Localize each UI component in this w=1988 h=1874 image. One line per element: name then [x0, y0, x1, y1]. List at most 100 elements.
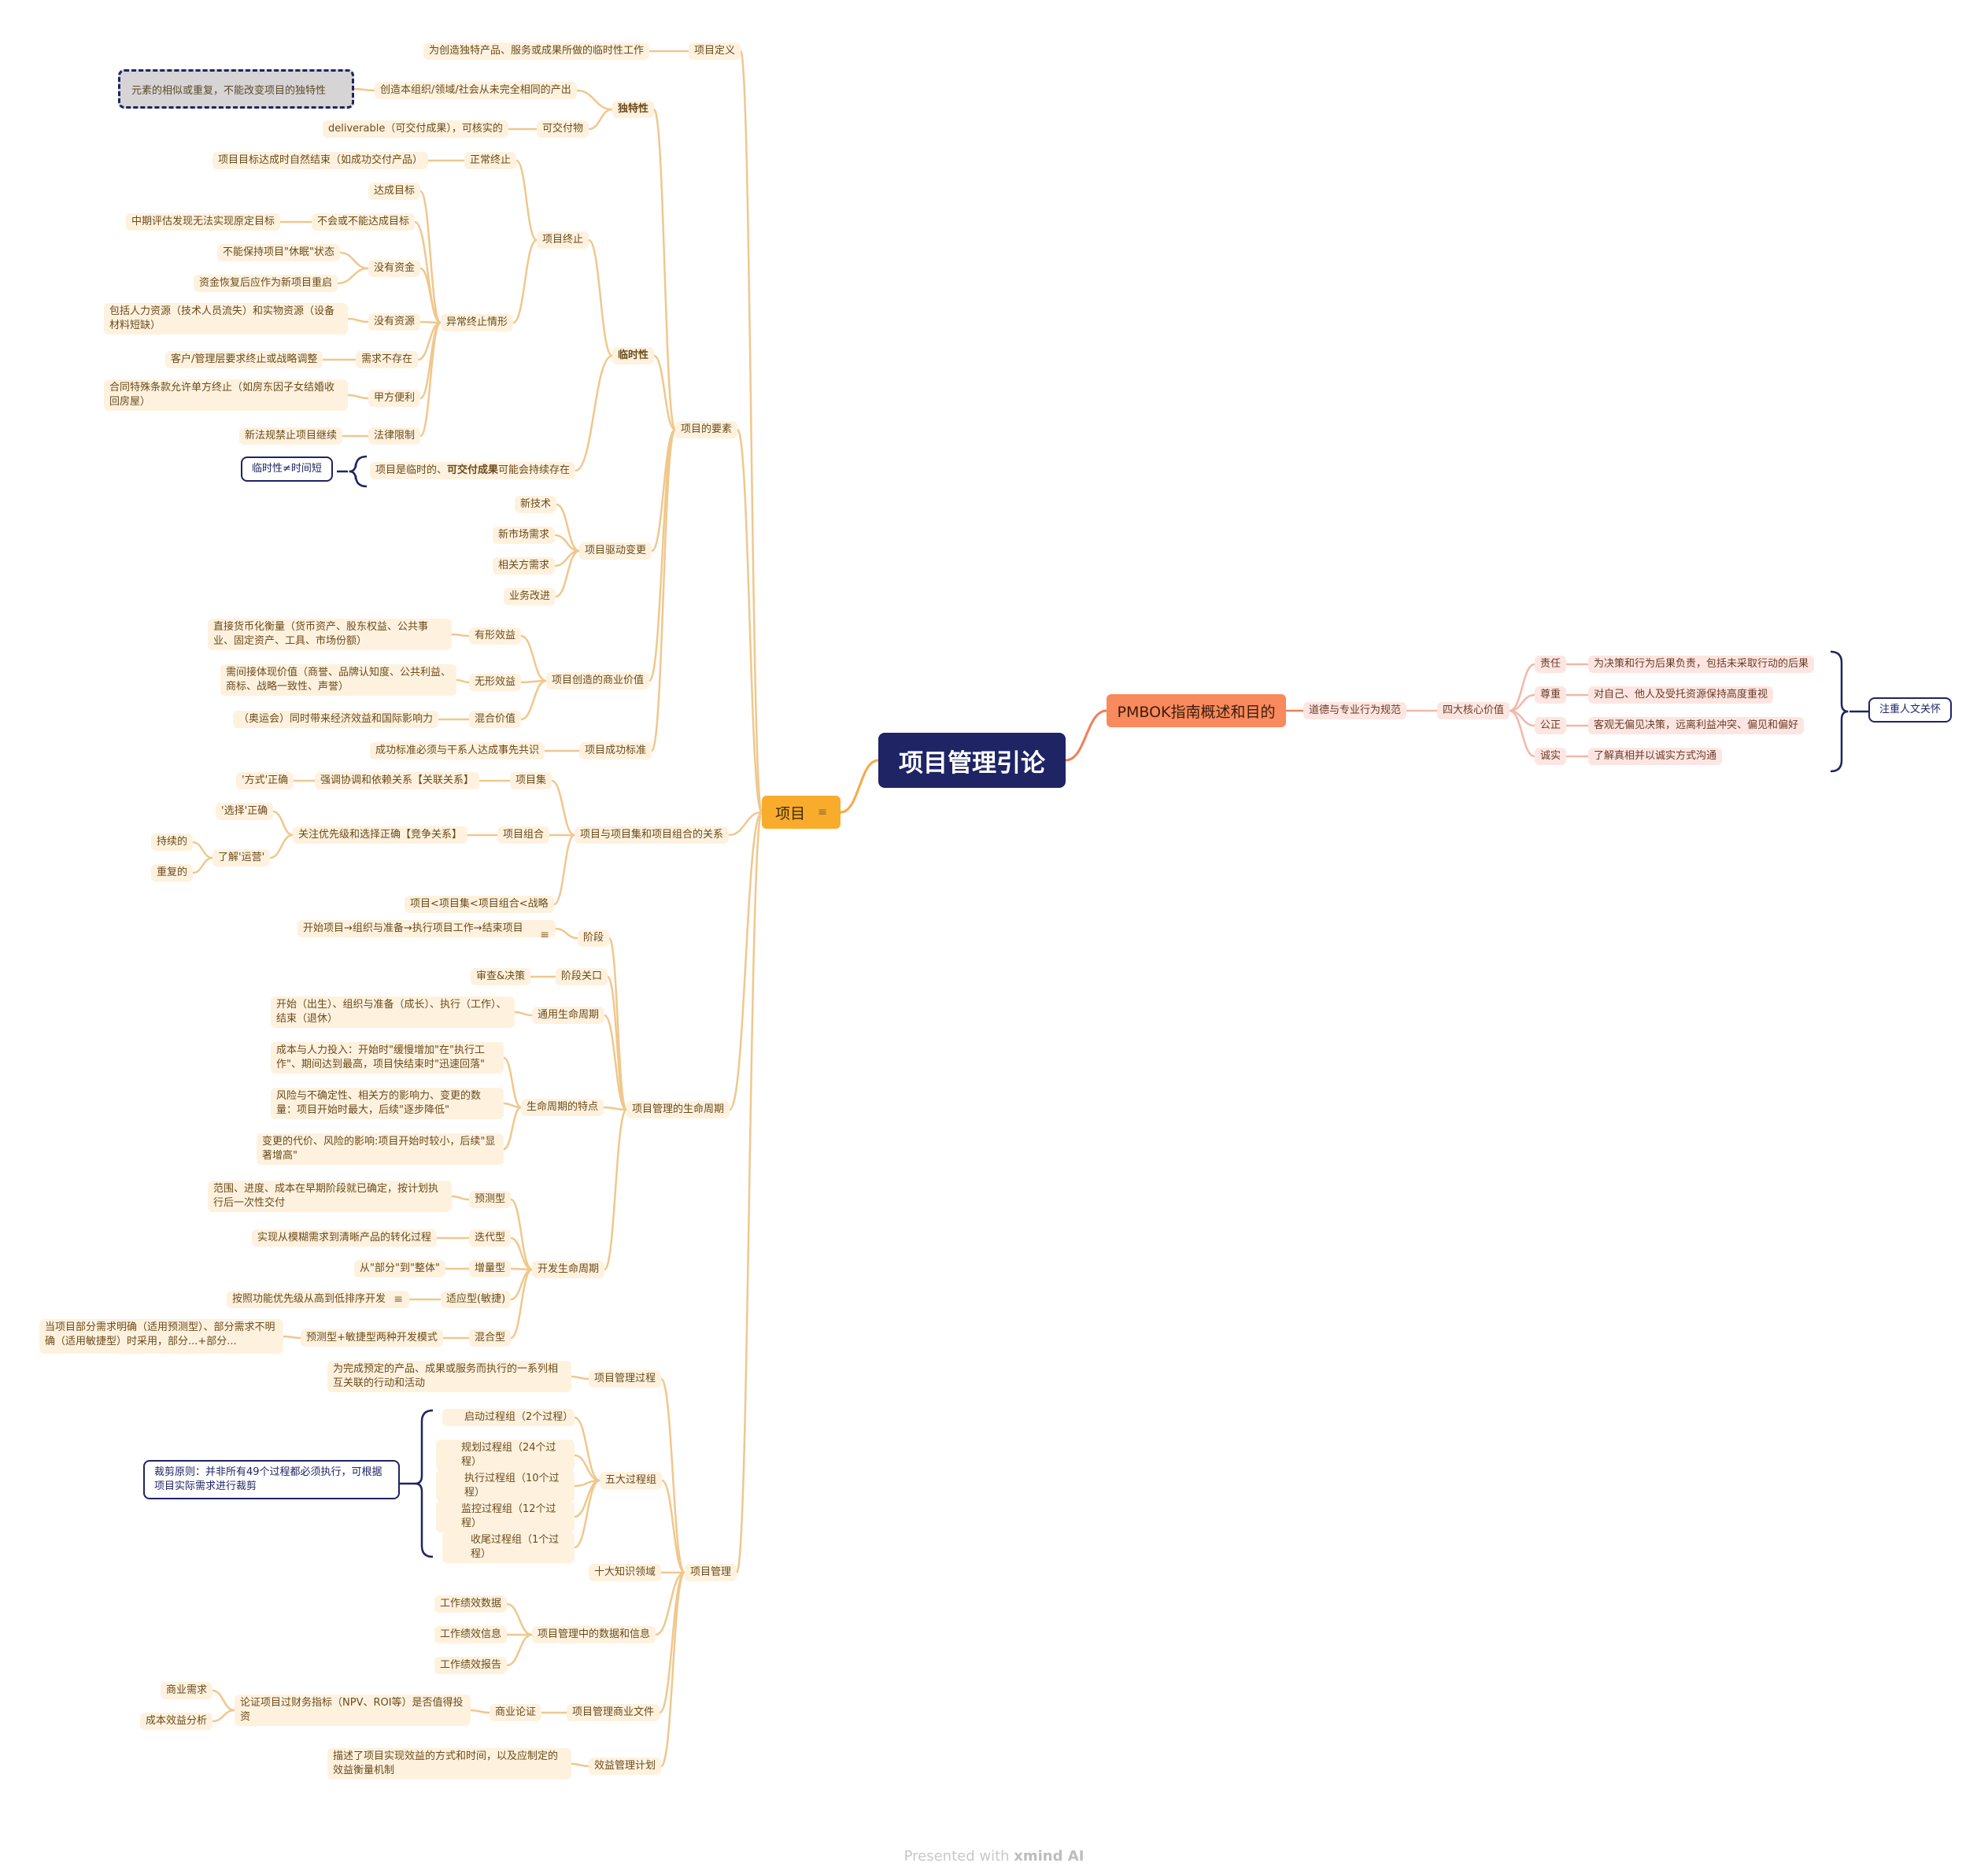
root-topic[interactable]: 项目管理引论: [878, 733, 1066, 788]
node-hybrid-note[interactable]: 预测型+敏捷型两种开发模式: [301, 1329, 443, 1347]
node-phase-gate[interactable]: 阶段关口: [556, 968, 608, 985]
node-value-respect-note[interactable]: 对自己、他人及受托资源保持高度重视: [1588, 686, 1774, 704]
node-portfolio-tag-1[interactable]: '选择'正确: [216, 803, 274, 820]
node-cost-benefit[interactable]: 成本效益分析: [140, 1713, 213, 1730]
topic-project[interactable]: 项目 ≡: [762, 796, 841, 829]
node-work-performance-info[interactable]: 工作绩效信息: [434, 1626, 508, 1643]
node-pm-process-note[interactable]: 为完成预定的产品、成果或服务而执行的一系列相互关联的行动和活动: [327, 1361, 571, 1392]
node-benefits-plan-note[interactable]: 描述了项目实现效益的方式和时间，以及应制定的效益衡量机制: [327, 1748, 571, 1780]
node-group-initiating[interactable]: 启动过程组（2个过程）: [442, 1409, 575, 1426]
node-temporary-deliverables[interactable]: 项目是临时的、可交付成果可能会持续存在: [370, 462, 576, 479]
node-generic-lifecycle-note[interactable]: 开始（出生）、组织与准备（成长）、执行（工作）、结束（退休）: [271, 996, 515, 1028]
node-work-performance-data[interactable]: 工作绩效数据: [434, 1595, 508, 1613]
node-definition-text[interactable]: 为创造独特产品、服务或成果所做的临时性工作: [423, 43, 650, 60]
node-deliverable[interactable]: 可交付物: [537, 120, 589, 138]
node-case-no-resources-note[interactable]: 包括人力资源（技术人员流失）和实物资源（设备材料短缺）: [104, 303, 348, 335]
node-mixed-value-note[interactable]: （奥运会）同时带来经济效益和国际影响力: [233, 711, 439, 728]
node-program-note[interactable]: 强调协调和依赖关系【关联关系】: [315, 772, 480, 789]
callout-tailoring[interactable]: 裁剪原则：并非所有49个过程都必须执行，可根据项目实际需求进行裁剪: [143, 1460, 400, 1499]
node-case-no-demand[interactable]: 需求不存在: [356, 351, 419, 368]
node-driver-3[interactable]: 相关方需求: [493, 557, 556, 575]
node-portfolio[interactable]: 项目组合: [497, 826, 550, 844]
node-mixed-value[interactable]: 混合价值: [469, 711, 522, 728]
node-hybrid-note-2[interactable]: 当项目部分需求明确（适用预测型）、部分需求不明确（适用敏捷型）时采用，部分...…: [39, 1319, 283, 1354]
node-predictive-note[interactable]: 范围、进度、成本在早期阶段就已确定，按计划执行后一次性交付: [208, 1181, 452, 1212]
node-ops-1[interactable]: 持续的: [151, 834, 194, 851]
node-value-honesty-note[interactable]: 了解真相并以诚实方式沟通: [1588, 748, 1723, 765]
node-driver-2[interactable]: 新市场需求: [493, 527, 556, 544]
node-trait-2[interactable]: 风险与不确定性、相关方的影响力、变更的数量：项目开始时最大，后续"逐步降低": [271, 1088, 504, 1119]
topic-success-criteria[interactable]: 项目成功标准: [579, 742, 652, 760]
node-iterative-note[interactable]: 实现从模糊需求到清晰产品的转化过程: [252, 1229, 438, 1247]
topic-pmbok[interactable]: PMBOK指南概述和目的: [1107, 694, 1286, 727]
node-dev-lifecycle[interactable]: 开发生命周期: [532, 1261, 605, 1278]
node-abnormal-termination[interactable]: 异常终止情形: [441, 314, 514, 331]
node-success-criteria-text[interactable]: 成功标准必须与干系人达成事先共识: [370, 742, 545, 760]
node-tangible[interactable]: 有形效益: [469, 627, 522, 645]
node-core-values[interactable]: 四大核心价值: [1437, 702, 1510, 719]
node-normal-termination-note[interactable]: 项目目标达成时自然结束（如成功交付产品）: [212, 152, 429, 169]
node-intangible-note[interactable]: 需间接体现价值（商誉、品牌认知度、公共利益、商标、战略一致性、声誉）: [220, 664, 456, 696]
node-deliverable-note[interactable]: deliverable（可交付成果），可核实的: [323, 120, 508, 138]
node-value-fairness-note[interactable]: 客观无偏见决策，远离利益冲突、偏见和偏好: [1588, 717, 1805, 734]
topic-business-value[interactable]: 项目创造的商业价值: [546, 672, 650, 689]
node-business-documents[interactable]: 项目管理商业文件: [567, 1704, 660, 1721]
node-hierarchy-order[interactable]: 项目<项目集<项目组合<战略: [405, 896, 554, 913]
topic-drivers[interactable]: 项目驱动变更: [579, 542, 652, 560]
callout-temporary[interactable]: 临时性≠时间短: [241, 456, 333, 482]
node-trait-3[interactable]: 变更的代价、风险的影响:项目开始时较小，后续"显著增高": [257, 1133, 504, 1165]
node-ten-knowledge-areas[interactable]: 十大知识领域: [589, 1564, 662, 1581]
node-driver-4[interactable]: 业务改进: [504, 588, 556, 605]
node-program-tag[interactable]: '方式'正确: [236, 772, 294, 789]
node-group-monitoring[interactable]: 监控过程组（12个过程）: [436, 1501, 575, 1532]
topic-elements[interactable]: 项目的要素: [675, 421, 738, 438]
node-program[interactable]: 项目集: [510, 772, 552, 789]
node-uniqueness-a-note[interactable]: 元素的相似或重复，不能改变项目的独特性: [118, 69, 354, 109]
node-normal-termination[interactable]: 正常终止: [464, 152, 517, 169]
node-group-planning[interactable]: 规划过程组（24个过程）: [436, 1440, 575, 1471]
node-phase-gate-note[interactable]: 审查&决策: [471, 968, 531, 985]
node-incremental[interactable]: 增量型: [469, 1260, 512, 1277]
node-iterative[interactable]: 迭代型: [469, 1229, 512, 1247]
topic-management[interactable]: 项目管理: [685, 1564, 737, 1581]
node-pm-process[interactable]: 项目管理过程: [589, 1370, 662, 1388]
node-uniqueness-a[interactable]: 创造本组织/领域/社会从未完全相同的产出: [375, 82, 577, 99]
node-business-case[interactable]: 商业论证: [490, 1704, 542, 1721]
node-group-executing[interactable]: 执行过程组（10个过程）: [436, 1470, 575, 1502]
node-benefits-plan[interactable]: 效益管理计划: [589, 1758, 662, 1775]
node-value-respect[interactable]: 尊重: [1535, 686, 1567, 704]
node-case-no-funds-note-1[interactable]: 不能保持项目"休眠"状态: [217, 244, 340, 261]
node-case-goal-unreachable-note[interactable]: 中期评估发现无法实现原定目标: [126, 213, 281, 231]
node-trait-1[interactable]: 成本与人力投入：开始时"缓慢增加"在"执行工作"、期间达到最高，项目快结束时"迅…: [271, 1042, 504, 1074]
node-hybrid[interactable]: 混合型: [469, 1329, 512, 1347]
node-case-client-convenience[interactable]: 甲方便利: [368, 390, 421, 407]
node-case-legal[interactable]: 法律限制: [368, 427, 421, 445]
node-generic-lifecycle[interactable]: 通用生命周期: [532, 1007, 605, 1024]
topic-lifecycle[interactable]: 项目管理的生命周期: [626, 1101, 730, 1118]
node-incremental-note[interactable]: 从"部分"到"整体": [354, 1260, 445, 1277]
node-ethics-code[interactable]: 道德与专业行为规范: [1303, 702, 1407, 719]
node-case-no-demand-note[interactable]: 客户/管理层要求终止或战略调整: [165, 351, 323, 368]
node-case-no-resources[interactable]: 没有资源: [368, 313, 421, 331]
node-adaptive-note[interactable]: 按照功能优先级从高到低排序开发 ≡: [227, 1291, 410, 1308]
node-lifecycle-traits[interactable]: 生命周期的特点: [521, 1099, 604, 1116]
node-value-responsibility[interactable]: 责任: [1535, 656, 1567, 673]
node-predictive[interactable]: 预测型: [469, 1191, 512, 1208]
node-business-need[interactable]: 商业需求: [161, 1682, 213, 1699]
node-business-case-note[interactable]: 论证项目过财务指标（NPV、ROI等）是否值得投资: [235, 1695, 471, 1726]
node-case-goal-unreachable[interactable]: 不会或不能达成目标: [312, 213, 416, 231]
node-adaptive[interactable]: 适应型(敏捷): [441, 1291, 512, 1308]
node-case-legal-note[interactable]: 新法规禁止项目继续: [239, 427, 343, 445]
node-portfolio-tag-2[interactable]: 了解'运营': [212, 849, 271, 867]
callout-humanistic-care[interactable]: 注重人文关怀: [1868, 697, 1953, 723]
node-intangible[interactable]: 无形效益: [469, 674, 522, 691]
node-tangible-note[interactable]: 直接货币化衡量（货币资产、股东权益、公共事业、固定资产、工具、市场份额）: [208, 619, 452, 650]
node-value-fairness[interactable]: 公正: [1535, 717, 1567, 734]
node-group-closing[interactable]: 收尾过程组（1个过程）: [442, 1532, 575, 1563]
node-case-client-convenience-note[interactable]: 合同特殊条款允许单方终止（如房东因子女结婚收回房屋）: [104, 379, 348, 411]
node-phase[interactable]: 阶段: [578, 930, 610, 947]
node-value-honesty[interactable]: 诚实: [1535, 748, 1567, 765]
node-phase-note[interactable]: 开始项目→组织与准备→执行项目工作→结束项目 ≡: [297, 920, 556, 941]
node-ops-2[interactable]: 重复的: [151, 864, 194, 882]
node-value-responsibility-note[interactable]: 为决策和行为后果负责，包括未采取行动的后果: [1588, 656, 1815, 673]
